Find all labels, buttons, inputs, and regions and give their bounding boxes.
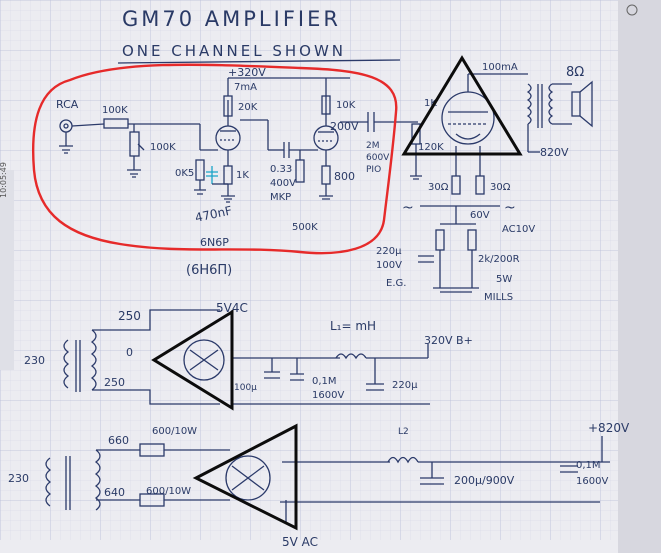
triangle-psu2 bbox=[192, 423, 298, 531]
cap-type-label: MKP bbox=[270, 192, 291, 203]
psu1-tap-high-label: 250 bbox=[118, 309, 141, 323]
speaker-label: 8Ω bbox=[566, 65, 584, 80]
cap-bias-v-label: 100V bbox=[376, 260, 402, 271]
b-plus-label: +320V bbox=[228, 66, 266, 79]
psu1-rect-label: 5V4C bbox=[216, 301, 248, 315]
psu1-cap3-label: 220μ bbox=[392, 380, 418, 391]
psu1-mains-label: 230 bbox=[24, 354, 45, 367]
subtitle-underline bbox=[117, 59, 401, 64]
hv-label: 820V bbox=[540, 146, 569, 159]
grid-paper bbox=[0, 0, 620, 540]
psu1-cap2-label: 0,1M bbox=[312, 376, 337, 387]
dark-edge bbox=[618, 0, 661, 553]
cap-rating-label: 400V bbox=[270, 178, 296, 189]
r-fil1-label: 30Ω bbox=[428, 182, 449, 193]
driver-stage: RCA 100K 100K 0K5 bbox=[56, 66, 418, 278]
subtitle: ONE CHANNEL SHOWN bbox=[122, 42, 346, 60]
psu2-tap-low-label: 640 bbox=[104, 486, 125, 499]
psu2-tap-high-label: 660 bbox=[108, 434, 129, 447]
psu2-r-top-label: 600/10W bbox=[152, 426, 197, 437]
v60-label: 60V bbox=[470, 210, 490, 221]
binder-holes bbox=[0, 170, 14, 370]
title: GM70 AMPLIFIER bbox=[122, 7, 341, 31]
psu2-mains-label: 230 bbox=[8, 472, 29, 485]
rectifier-5v4c bbox=[183, 339, 225, 381]
r-load1-label: 20K bbox=[238, 102, 258, 113]
rectifier-5v4c-b bbox=[225, 455, 271, 501]
psu2-r-bot-label: 600/10W bbox=[146, 486, 191, 497]
psu1-tap-low-label: 250 bbox=[104, 376, 125, 389]
red-highlight-outline bbox=[32, 63, 398, 255]
r-grid-label: 500K bbox=[292, 222, 318, 233]
ac-label: AC10V bbox=[502, 224, 535, 235]
r-in-label: 100K bbox=[102, 105, 128, 116]
psu1-output-label: 320V B+ bbox=[424, 334, 473, 347]
r-grid3-label: 120K bbox=[418, 142, 444, 153]
cap-out1b-label: 600V bbox=[366, 153, 390, 163]
valve1-label: 6N6P bbox=[200, 236, 229, 249]
valve1-alt-label: (6H6Π) bbox=[186, 263, 232, 278]
coupling-cap-label: 0.33 bbox=[270, 164, 292, 175]
current-out-label: 100mA bbox=[482, 62, 518, 73]
psu1-cap1-label: 100μ bbox=[234, 383, 257, 393]
ac-tilde-left: ~ bbox=[402, 200, 414, 216]
ac-tilde-right: ~ bbox=[504, 200, 516, 216]
r-bias-label: 0K5 bbox=[175, 168, 194, 179]
triangle-psu1 bbox=[151, 309, 234, 411]
psu2-cap-film-label: 0,1M bbox=[576, 460, 601, 471]
v-node-label: 200V bbox=[330, 120, 359, 133]
psu2-filament-label: 5V AC bbox=[282, 535, 318, 549]
psu2-cap-main-label: 200μ/900V bbox=[454, 474, 515, 487]
r-grid2-label: 1K bbox=[424, 98, 437, 109]
rca-label: RCA bbox=[56, 98, 79, 111]
psu-320v: 230 250 0 250 5V4C L₁= mH 320V B+ 100μ 0… bbox=[24, 301, 473, 406]
cap-bias-label: 220μ bbox=[376, 246, 402, 257]
side-stamp: 10:05:49 bbox=[0, 162, 8, 198]
wirewound3-label: MILLS bbox=[484, 292, 513, 303]
psu1-tap-zero-label: 0 bbox=[126, 346, 133, 359]
r-cathode2-label: 800 bbox=[334, 170, 355, 183]
psu1-inductor-label: L₁= mH bbox=[330, 319, 376, 333]
psu1-cap2v-label: 1600V bbox=[312, 390, 344, 401]
psu-820v: 230 660 640 600/10W 600/10W L2 200μ/900V bbox=[8, 421, 630, 549]
psu2-inductor-label: L2 bbox=[398, 427, 409, 437]
cap-bias-type-label: E.G. bbox=[386, 278, 406, 289]
plate-current-label: 7mA bbox=[234, 82, 257, 93]
output-stage: 1K 120K 100mA 8Ω 820V bbox=[376, 62, 593, 303]
psu2-cap-film-v-label: 1600V bbox=[576, 476, 608, 487]
wirewound-label: 2k/200R bbox=[478, 254, 520, 265]
triangle-output bbox=[401, 55, 523, 156]
r-k-label: 1K bbox=[236, 170, 249, 181]
cap-out1c-label: PIO bbox=[366, 165, 381, 175]
corner-hole bbox=[626, 4, 638, 16]
cap-out1-label: 2M bbox=[366, 141, 380, 151]
pot-label: 100K bbox=[150, 142, 176, 153]
r-load2-label: 10K bbox=[336, 100, 356, 111]
wirewound2-label: 5W bbox=[496, 274, 512, 285]
psu2-output-label: +820V bbox=[588, 421, 630, 435]
r-fil2-label: 30Ω bbox=[490, 182, 511, 193]
speaker-icon bbox=[571, 91, 581, 117]
